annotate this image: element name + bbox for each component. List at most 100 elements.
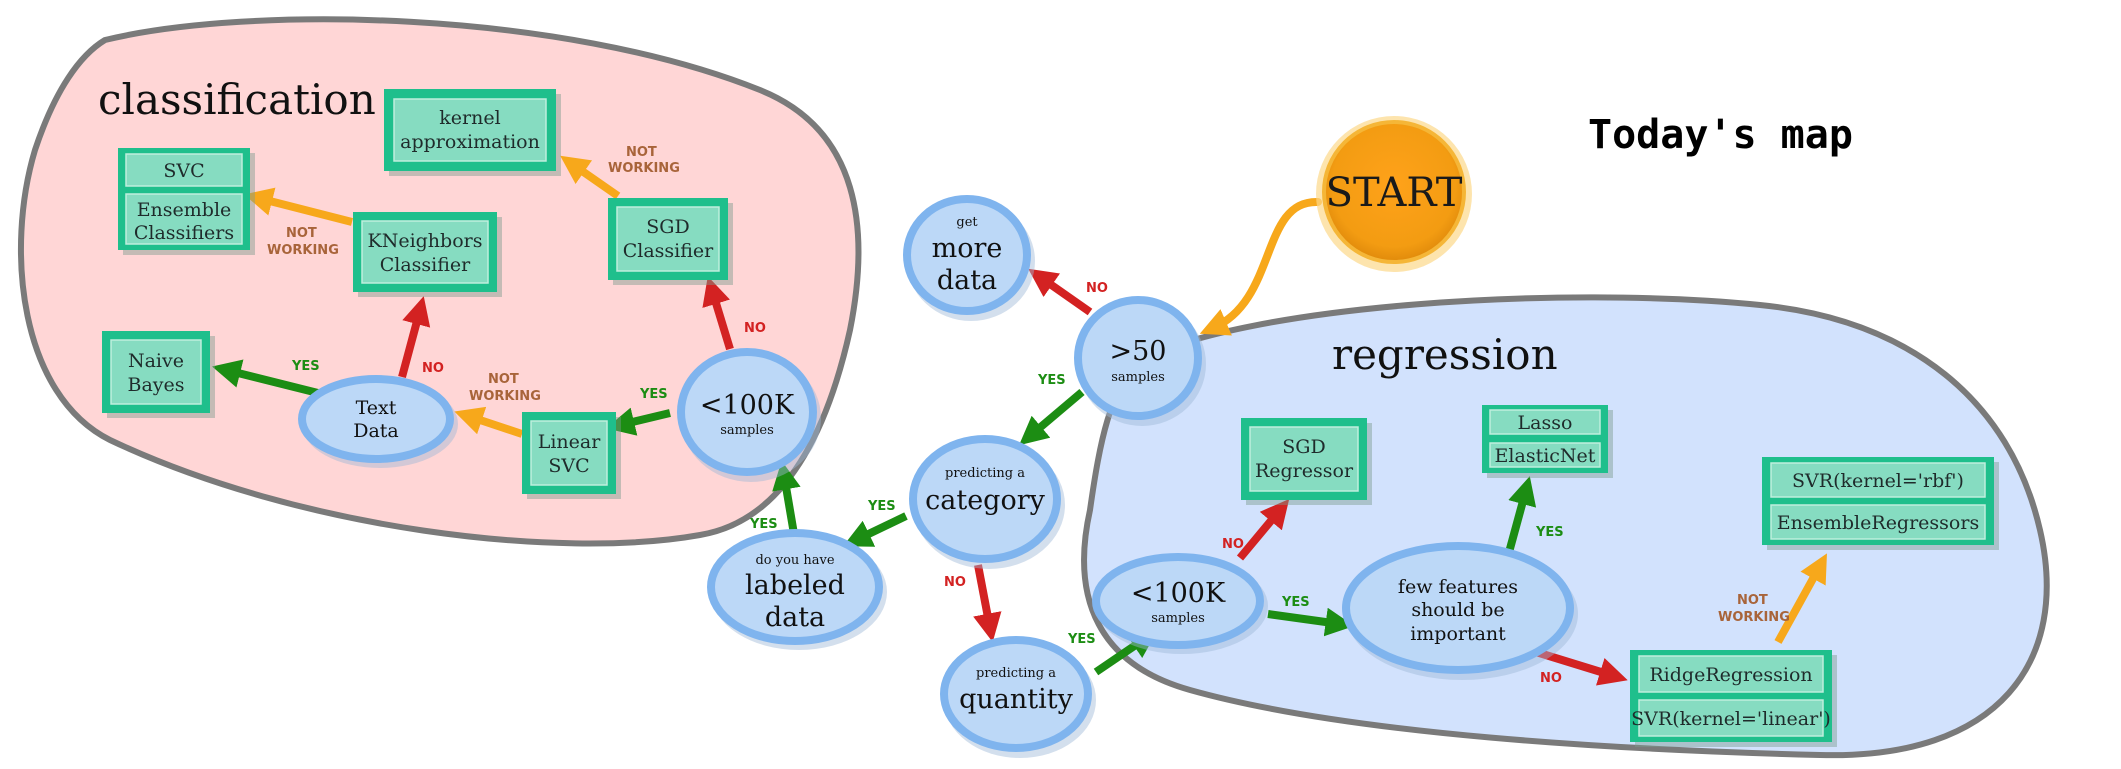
question-cls-lt100k[interactable]: <100K samples — [677, 348, 821, 482]
label-nw2-ridge: WORKING — [1718, 610, 1790, 625]
estimator-svr-rbf-ensemble[interactable]: SVR(kernel='rbf') EnsembleRegressors — [1762, 457, 1999, 550]
textdata-line2: Data — [353, 420, 399, 442]
arrow-quantity-yes — [1093, 629, 1158, 676]
fewfeatures-line1: few features — [1398, 576, 1518, 598]
cls100k-small: samples — [720, 423, 774, 438]
estimator-kernel-approximation[interactable]: kernel approximation — [384, 89, 561, 176]
quantity-small: predicting a — [976, 666, 1056, 681]
naivebayes-line2: Bayes — [127, 374, 184, 396]
reg100k-big: <100K — [1131, 578, 1226, 609]
labeled-line1: labeled — [745, 570, 845, 601]
arrow-sgdc-notworking — [560, 155, 621, 200]
estimator-naive-bayes[interactable]: Naive Bayes — [102, 331, 215, 418]
linearsvc-line1: Linear — [538, 431, 602, 453]
sgdc-line1: SGD — [646, 216, 689, 238]
estimator-lasso-elasticnet[interactable]: Lasso ElasticNet — [1482, 405, 1613, 478]
arrow-start-to-gt50 — [1199, 197, 1322, 336]
arrow-textdata-yes — [212, 359, 319, 397]
ensemble-cls-line1: Ensemble — [137, 199, 232, 221]
label-nw1-linearsvc: NOT — [488, 372, 519, 387]
regression-title: regression — [1332, 330, 1558, 379]
label-no-cls100k: NO — [744, 321, 766, 336]
arrow-fewfeatures-yes — [1504, 476, 1537, 558]
question-gt50-samples[interactable]: >50 samples — [1074, 296, 1206, 426]
label-no-fewfeatures: NO — [1540, 671, 1562, 686]
sgdr-line2: Regressor — [1255, 460, 1354, 482]
cls100k-big: <100K — [700, 390, 795, 421]
question-few-features[interactable]: few features should be important — [1342, 542, 1578, 680]
sgdc-line2: Classifier — [623, 240, 714, 262]
lasso-label: Lasso — [1518, 412, 1573, 434]
svr-linear-label: SVR(kernel='linear') — [1631, 708, 1831, 730]
arrow-gt50-yes — [1019, 388, 1085, 446]
estimator-linear-svc[interactable]: Linear SVC — [522, 412, 621, 499]
label-no-gt50: NO — [1086, 281, 1108, 296]
arrow-fewfeatures-no — [1534, 648, 1628, 686]
arrow-textdata-no — [398, 296, 431, 379]
arrow-ridge-notworking — [1774, 553, 1827, 644]
estimator-kneighbors-classifier[interactable]: KNeighbors Classifier — [353, 212, 502, 297]
question-predicting-category[interactable]: predicting a category — [909, 435, 1065, 569]
label-yes-fewfeatures: YES — [1535, 525, 1564, 540]
classification-title: classification — [98, 75, 376, 124]
get-more-data-line1: more — [932, 233, 1003, 264]
kernel-line2: approximation — [400, 131, 540, 153]
arrow-cls100k-yes — [605, 407, 671, 436]
fewfeatures-line3: important — [1410, 623, 1506, 645]
label-no-reg100k: NO — [1222, 537, 1244, 552]
estimator-ridge-svr-linear[interactable]: RidgeRegression SVR(kernel='linear') — [1630, 650, 1837, 747]
quantity-big: quantity — [959, 684, 1073, 715]
gt50-big: >50 — [1110, 336, 1167, 367]
sgdr-line1: SGD — [1282, 436, 1325, 458]
estimator-sgd-classifier[interactable]: SGD Classifier — [608, 198, 733, 285]
question-reg-lt100k[interactable]: <100K samples — [1092, 553, 1268, 654]
gt50-small: samples — [1111, 370, 1165, 385]
naivebayes-line1: Naive — [128, 350, 184, 372]
question-labeled-data[interactable]: do you have labeled data — [707, 529, 887, 650]
label-yes-gt50: YES — [1037, 373, 1066, 388]
label-no-category: NO — [944, 575, 966, 590]
arrow-category-no — [973, 564, 1002, 643]
start-node[interactable]: START — [1316, 116, 1472, 272]
reg100k-small: samples — [1151, 611, 1205, 626]
arrow-category-yes — [843, 512, 908, 547]
label-yes-category: YES — [867, 499, 896, 514]
kernel-line1: kernel — [439, 107, 500, 129]
label-nw2-linearsvc: WORKING — [469, 389, 541, 404]
estimator-svc-ensemble[interactable]: SVC Ensemble Classifiers — [118, 148, 255, 255]
label-nw2-sgdc: WORKING — [608, 161, 680, 176]
label-yes-labeled: YES — [749, 517, 778, 532]
ensemble-cls-line2: Classifiers — [134, 222, 234, 244]
labeled-line2: data — [765, 602, 825, 633]
regression-region — [1081, 294, 2050, 759]
estimator-sgd-regressor[interactable]: SGD Regressor — [1241, 418, 1372, 505]
arrow-kneighbors-notworking — [244, 187, 353, 226]
label-nw1-ridge: NOT — [1737, 593, 1768, 608]
labeled-small: do you have — [755, 553, 834, 568]
question-get-more-data[interactable]: get more data — [903, 195, 1035, 321]
arrow-linearsvc-notworking — [454, 406, 524, 438]
fewfeatures-line2: should be — [1411, 599, 1504, 621]
linearsvc-line2: SVC — [548, 455, 589, 477]
question-text-data[interactable]: Text Data — [298, 375, 458, 468]
ridge-label: RidgeRegression — [1649, 664, 1812, 686]
label-yes-textdata: YES — [291, 359, 320, 374]
kneighbors-line2: Classifier — [380, 254, 471, 276]
label-yes-cls100k: YES — [639, 387, 668, 402]
label-nw2-kneighbors: WORKING — [267, 243, 339, 258]
textdata-line1: Text — [356, 397, 397, 419]
svr-rbf-label: SVR(kernel='rbf') — [1792, 470, 1964, 492]
category-big: category — [925, 485, 1045, 516]
arrow-reg100k-yes — [1267, 607, 1355, 637]
start-label: START — [1326, 170, 1463, 216]
get-more-data-line2: data — [937, 265, 997, 296]
map-title: Today's map — [1588, 112, 1853, 158]
arrow-labeled-yes — [772, 460, 801, 535]
svc-label: SVC — [163, 160, 204, 182]
ensemble-reg-label: EnsembleRegressors — [1777, 512, 1979, 534]
label-no-textdata: NO — [422, 361, 444, 376]
arrow-cls100k-no — [702, 276, 734, 351]
get-more-data-small: get — [956, 215, 978, 230]
question-predicting-quantity[interactable]: predicting a quantity — [940, 636, 1096, 758]
